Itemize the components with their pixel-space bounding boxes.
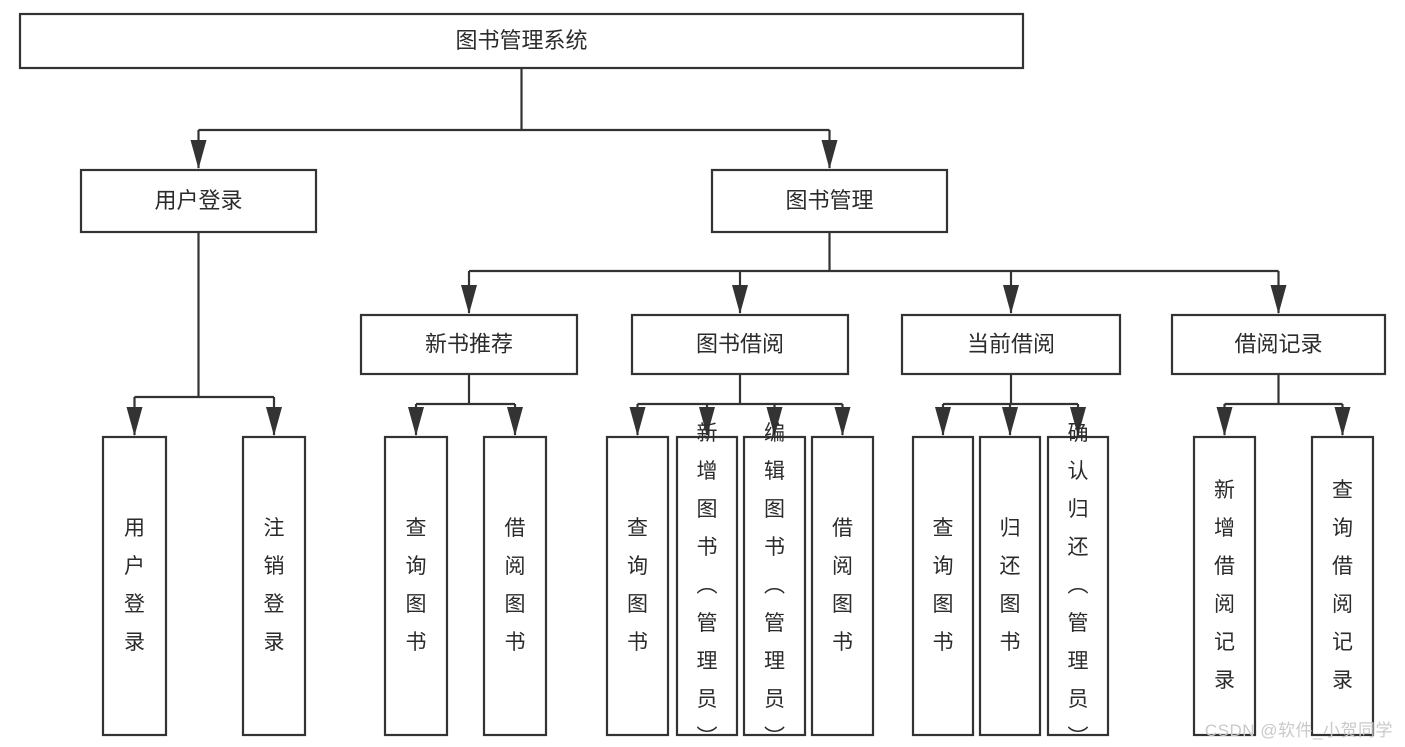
node-label: 确认归还︵管理员︶: [1068, 422, 1089, 747]
node-label: 归还图书: [1000, 517, 1021, 654]
arrowhead-icon: [190, 140, 207, 169]
arrowhead-icon: [629, 407, 646, 436]
node-root[interactable]: 图书管理系统: [18, 12, 1025, 70]
edge-group-n_brw: [629, 374, 851, 436]
node-box[interactable]: [605, 435, 670, 737]
edge-group-n_book: [461, 232, 1287, 314]
node-box[interactable]: [101, 435, 168, 737]
arrowhead-icon: [821, 140, 838, 169]
arrowhead-icon: [1270, 285, 1287, 314]
node-label: 借阅记录: [1234, 331, 1322, 356]
node-label: 新书推荐: [425, 331, 513, 356]
node-n_rec[interactable]: 借阅记录: [1170, 313, 1387, 376]
node-label: 编辑图书︵管理员︶: [764, 422, 785, 747]
node-label: 查询图书: [933, 517, 954, 654]
arrowhead-icon: [834, 407, 851, 436]
node-n_new[interactable]: 新书推荐: [359, 313, 579, 376]
node-box[interactable]: [911, 435, 975, 737]
node-n_book[interactable]: 图书管理: [710, 168, 949, 234]
node-box[interactable]: [1046, 435, 1110, 737]
node-l11[interactable]: 确认归还︵管理员︶: [1046, 422, 1110, 747]
arrowhead-icon: [408, 407, 424, 436]
arrowhead-icon: [126, 407, 143, 436]
node-box[interactable]: [482, 435, 548, 737]
node-label: 用户登录: [124, 517, 145, 654]
node-label: 当前借阅: [967, 331, 1055, 356]
node-box[interactable]: [1192, 435, 1257, 737]
nodes-layer: 图书管理系统用户登录图书管理新书推荐图书借阅当前借阅借阅记录用户登录注销登录查询…: [18, 12, 1387, 747]
node-l10[interactable]: 归还图书: [978, 435, 1042, 737]
node-box[interactable]: [383, 435, 449, 737]
node-box[interactable]: [18, 12, 1025, 70]
node-label: 借阅图书: [505, 517, 526, 654]
node-box[interactable]: [1310, 435, 1375, 737]
node-l6[interactable]: 新增图书︵管理员︶: [675, 422, 739, 747]
node-label: 借阅图书: [832, 517, 853, 654]
node-n_login[interactable]: 用户登录: [79, 168, 318, 234]
node-n_cur[interactable]: 当前借阅: [900, 313, 1122, 376]
edge-group-n_cur: [935, 374, 1086, 436]
node-label: 图书借阅: [696, 331, 784, 356]
arrowhead-icon: [1334, 407, 1351, 436]
node-l2[interactable]: 注销登录: [241, 435, 307, 737]
node-l4[interactable]: 借阅图书: [482, 435, 548, 737]
watermark-label: CSDN @软件_小贺同学: [1204, 721, 1393, 740]
arrowhead-icon: [699, 407, 715, 436]
node-n_brw[interactable]: 图书借阅: [630, 313, 850, 376]
node-label: 新增图书︵管理员︶: [697, 422, 718, 747]
node-l1[interactable]: 用户登录: [101, 435, 168, 737]
edge-group-n_new: [408, 374, 523, 436]
node-box[interactable]: [630, 313, 850, 376]
node-l8[interactable]: 借阅图书: [810, 435, 875, 737]
arrowhead-icon: [1003, 285, 1019, 314]
node-l12[interactable]: 新增借阅记录: [1192, 435, 1257, 737]
node-l9[interactable]: 查询图书: [911, 435, 975, 737]
node-box[interactable]: [710, 168, 949, 234]
arrowhead-icon: [1216, 407, 1233, 436]
node-label: 用户登录: [154, 188, 242, 213]
arrowhead-icon: [461, 285, 477, 314]
node-label: 查询借阅记录: [1332, 479, 1353, 692]
node-box[interactable]: [978, 435, 1042, 737]
arrowhead-icon: [266, 407, 282, 436]
arrowhead-icon: [507, 407, 523, 436]
arrowhead-icon: [766, 407, 783, 436]
node-box[interactable]: [1170, 313, 1387, 376]
node-label: 注销登录: [264, 517, 285, 654]
edges-layer: [126, 68, 1351, 436]
node-box[interactable]: [675, 435, 739, 737]
arrowhead-icon: [732, 285, 748, 314]
node-l13[interactable]: 查询借阅记录: [1310, 435, 1375, 737]
arrowhead-icon: [1070, 407, 1086, 436]
edge-group-root: [190, 68, 838, 169]
node-l5[interactable]: 查询图书: [605, 435, 670, 737]
node-box[interactable]: [359, 313, 579, 376]
node-l3[interactable]: 查询图书: [383, 435, 449, 737]
edge-group-n_login: [126, 232, 282, 436]
node-label: 新增借阅记录: [1214, 479, 1235, 692]
node-label: 查询图书: [406, 517, 427, 654]
node-label: 图书管理: [785, 188, 873, 213]
node-label: 查询图书: [627, 517, 648, 654]
node-box[interactable]: [900, 313, 1122, 376]
node-box[interactable]: [79, 168, 318, 234]
edge-group-n_rec: [1216, 374, 1351, 436]
node-box[interactable]: [241, 435, 307, 737]
arrowhead-icon: [935, 407, 951, 436]
node-l7[interactable]: 编辑图书︵管理员︶: [742, 422, 807, 747]
node-box[interactable]: [810, 435, 875, 737]
node-box[interactable]: [742, 435, 807, 737]
node-label: 图书管理系统: [455, 28, 587, 53]
arrowhead-icon: [1002, 407, 1018, 436]
